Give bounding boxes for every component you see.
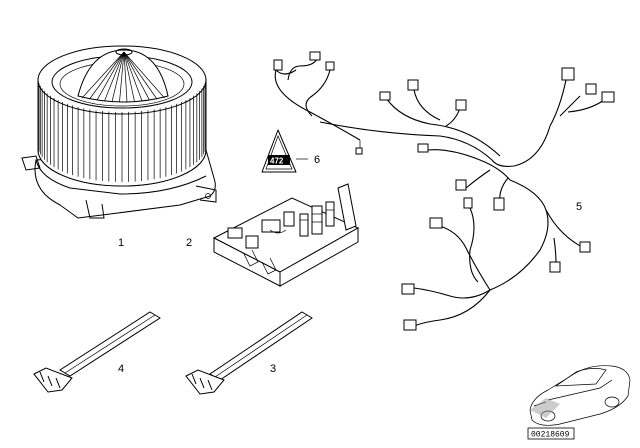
warning-label-part[interactable]: 472 (261, 129, 308, 173)
car-thumbnail (529, 365, 631, 426)
cable-tie-part-3[interactable] (185, 311, 313, 395)
drawing-code: 00218609 (531, 431, 570, 440)
callout-1: 1 (118, 237, 124, 249)
callout-3: 3 (270, 363, 276, 375)
callout-5: 5 (576, 201, 582, 213)
blower-fan-part[interactable] (21, 45, 217, 219)
control-module-part[interactable] (212, 183, 360, 287)
drawing-code-box: 00218609 (527, 427, 575, 440)
cable-tie-part-4[interactable] (33, 311, 161, 393)
callout-2: 2 (186, 237, 192, 249)
warning-label-text: 472 (270, 157, 284, 166)
wiring-harness-part[interactable] (273, 51, 615, 331)
callout-6: 6 (314, 154, 320, 166)
callout-4: 4 (118, 363, 124, 375)
